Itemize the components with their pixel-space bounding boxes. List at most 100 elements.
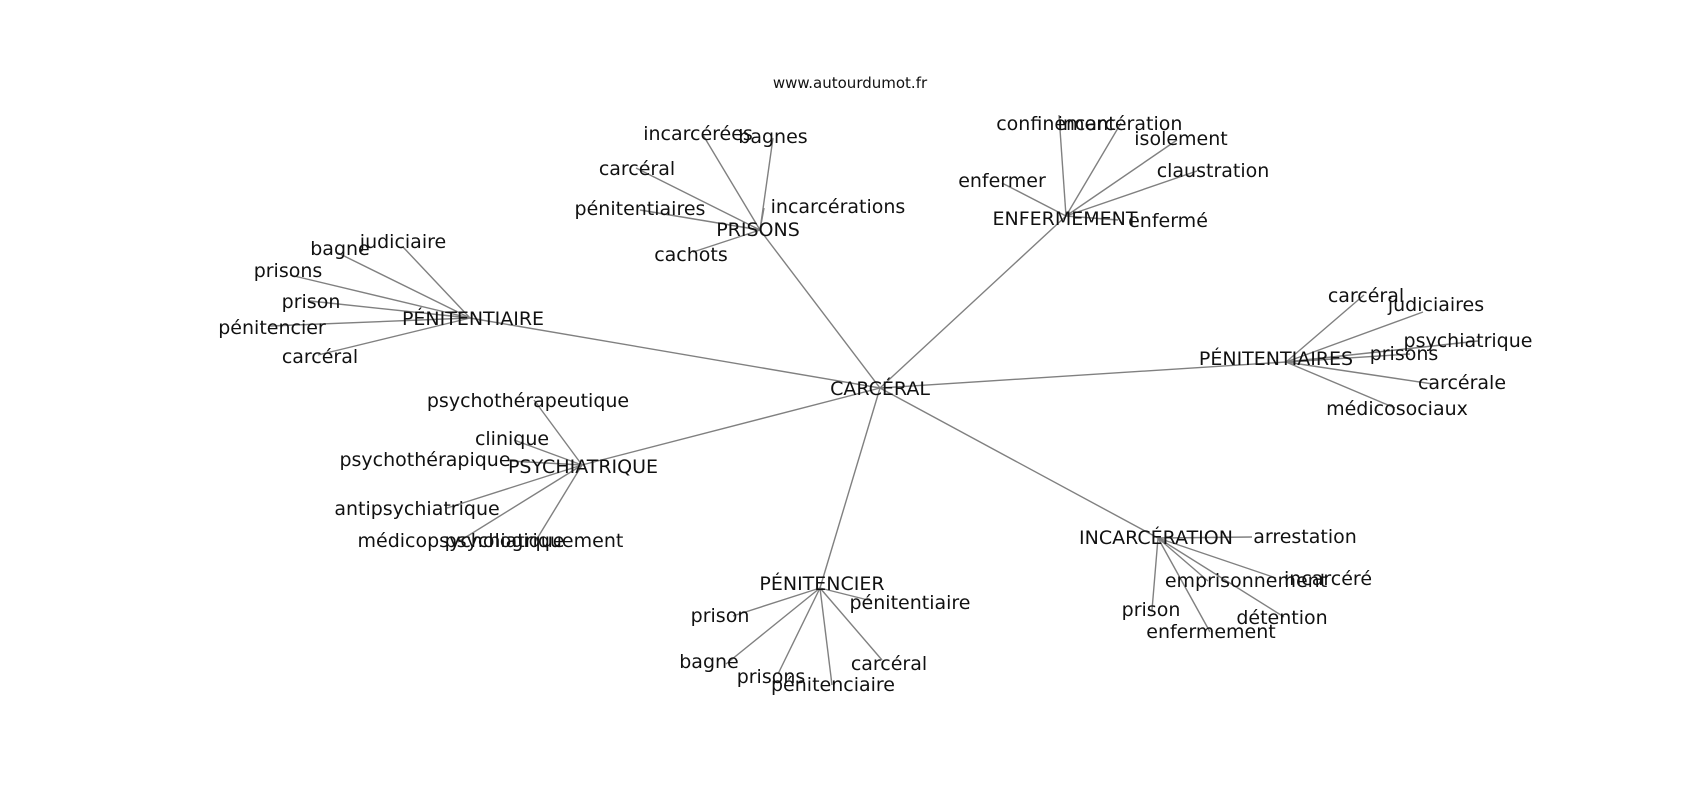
- edge-prisons-leaf: [639, 209, 761, 231]
- edge-penitentiaire-leaf: [402, 246, 471, 319]
- edge-prisons-leaf: [635, 167, 761, 231]
- leaf-node-label: psychiatriquement: [445, 530, 624, 552]
- leaf-node-label: médicosociaux: [1326, 398, 1468, 420]
- leaf-node-label: médicopsychologique: [358, 530, 565, 552]
- edge-penitencier-leaf: [732, 587, 821, 617]
- leaf-node-label: carcéral: [282, 346, 358, 368]
- leaf-node-label: psychiatrique: [1404, 330, 1533, 352]
- leaf-node-label: carcérale: [1418, 372, 1506, 394]
- edge-prisons-leaf: [759, 207, 765, 231]
- edge-penitentiaires-leaf: [1285, 361, 1396, 409]
- edge-psychiatrique-leaf: [534, 464, 583, 543]
- edge-penitentiaires-leaf: [1285, 340, 1479, 363]
- leaf-node-label: judiciaire: [359, 231, 446, 253]
- edge-penitencier-leaf: [777, 587, 821, 675]
- leaf-node-label: carcéral: [851, 653, 927, 675]
- edge-incarceration-leaf: [1157, 536, 1253, 539]
- edge-penitencier-leaf: [819, 587, 883, 661]
- edge-incarceration-leaf: [1157, 537, 1285, 618]
- edge-center-prisons: [759, 229, 881, 389]
- leaf-node-label: claustration: [1157, 160, 1270, 182]
- leaf-node-label: arrestation: [1253, 526, 1357, 548]
- leaf-node-label: enfermer: [958, 170, 1046, 192]
- site-url: www.autourdumot.fr: [773, 74, 928, 92]
- edge-penitentiaires-leaf: [1285, 361, 1434, 385]
- edge-enfermement-leaf: [1065, 170, 1198, 217]
- leaf-node-label: incarcérations: [771, 196, 906, 218]
- hub-node-label: PÉNITENTIAIRE: [402, 307, 544, 330]
- leaf-node-label: judiciaires: [1387, 294, 1484, 316]
- leaf-node-label: bagnes: [738, 126, 807, 148]
- edge-center-penitentiaire: [469, 317, 881, 389]
- leaf-node-label: prisons: [1370, 343, 1439, 365]
- leaf-node-label: cachots: [654, 244, 728, 266]
- leaf-node-label: bagne: [679, 651, 739, 673]
- edge-enfermement-leaf: [1001, 182, 1067, 217]
- leaf-node-label: pénitenciaire: [771, 674, 895, 696]
- edge-center-incarceration: [879, 387, 1159, 539]
- edge-penitentiaire-leaf: [337, 252, 471, 319]
- leaf-node-label: emprisonnement: [1165, 570, 1327, 592]
- edge-penitencier-leaf: [725, 587, 821, 665]
- hub-node-label: PSYCHIATRIQUE: [508, 456, 658, 478]
- leaf-node-label: enfermement: [1146, 621, 1275, 643]
- edge-incarceration-leaf: [1151, 537, 1159, 611]
- edge-psychiatrique-leaf: [446, 464, 583, 509]
- edge-incarceration-leaf: [1157, 537, 1211, 633]
- leaf-node-label: bagne: [310, 238, 370, 260]
- edge-penitentiaire-leaf: [317, 317, 471, 356]
- leaf-node-label: carcéral: [599, 158, 675, 180]
- leaf-node-label: isolement: [1134, 128, 1227, 150]
- leaf-node-label: psychothérapeutique: [427, 390, 629, 412]
- edge-enfermement-leaf: [1065, 215, 1119, 221]
- edge-center-penitentiaires: [879, 361, 1287, 389]
- edge-penitentiaire-leaf: [289, 274, 471, 319]
- edge-prisons-leaf: [702, 134, 761, 231]
- leaf-node-label: pénitentiaires: [575, 198, 706, 220]
- center-node-label: CARCÉRAL: [830, 377, 930, 400]
- edge-center-enfermement: [879, 215, 1067, 389]
- leaf-node-label: incarcérées: [643, 123, 753, 145]
- graph-edges: [269, 114, 1479, 686]
- edge-center-psychiatrique: [581, 387, 881, 466]
- hub-node-label: PÉNITENCIER: [759, 572, 884, 595]
- edge-penitentiaires-leaf: [1285, 353, 1411, 363]
- edge-enfermement-leaf: [1065, 139, 1178, 217]
- leaf-node-label: antipsychiatrique: [334, 498, 499, 520]
- leaf-node-label: prison: [691, 605, 750, 627]
- hub-node-label: INCARCÉRATION: [1079, 526, 1233, 549]
- edge-penitentiaires-leaf: [1285, 294, 1365, 363]
- edge-psychiatrique-leaf: [457, 464, 583, 543]
- leaf-node-label: pénitencier: [218, 317, 326, 339]
- edge-penitentiaire-leaf: [309, 300, 471, 319]
- edge-incarceration-leaf: [1157, 537, 1209, 582]
- edge-incarceration-leaf: [1157, 537, 1277, 579]
- edge-penitentiaires-leaf: [1285, 311, 1424, 363]
- hub-node-label: PRISONS: [716, 219, 800, 241]
- edge-center-penitencier: [819, 387, 881, 589]
- edge-psychiatrique-leaf: [509, 460, 583, 466]
- edge-enfermement-leaf: [1058, 114, 1067, 217]
- leaf-node-label: prison: [1122, 599, 1181, 621]
- edge-prisons-leaf: [692, 229, 761, 253]
- edge-penitentiaire-leaf: [269, 317, 471, 327]
- edge-penitencier-leaf: [819, 587, 873, 602]
- edge-psychiatrique-leaf: [513, 439, 583, 466]
- leaf-node-label: pénitentiaire: [850, 592, 971, 614]
- leaf-node-label: psychothérapique: [339, 449, 510, 471]
- edge-enfermement-leaf: [1065, 122, 1122, 217]
- leaf-node-label: confinement: [996, 113, 1116, 135]
- leaf-node-label: détention: [1236, 607, 1327, 629]
- edge-psychiatrique-leaf: [533, 399, 583, 466]
- hub-node-label: PÉNITENTIAIRES: [1199, 347, 1353, 370]
- graph-labels: CARCÉRALPÉNITENTIAIREjudiciairebagnepris…: [218, 113, 1532, 696]
- leaf-node-label: carcéral: [1328, 285, 1404, 307]
- leaf-node-label: enfermé: [1128, 210, 1208, 232]
- leaf-node-label: incarcération: [1058, 113, 1183, 135]
- edge-penitencier-leaf: [819, 587, 833, 686]
- leaf-node-label: incarcéré: [1284, 568, 1372, 590]
- leaf-node-label: prison: [282, 291, 341, 313]
- leaf-node-label: prisons: [737, 666, 806, 688]
- leaf-node-label: clinique: [475, 428, 549, 450]
